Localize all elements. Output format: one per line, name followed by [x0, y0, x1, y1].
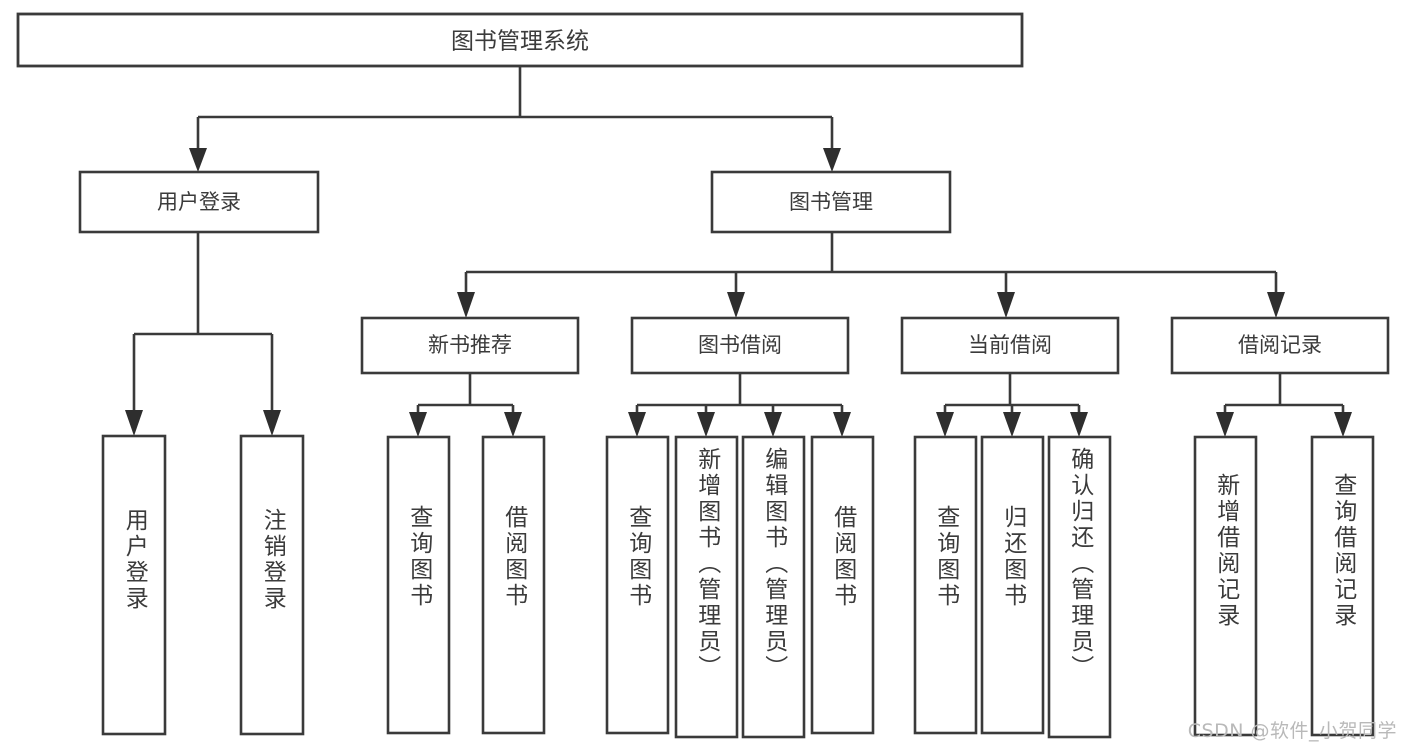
- node-book-manage[interactable]: 图书管理: [710, 170, 952, 234]
- node-current-borrow-box[interactable]: [900, 316, 1120, 375]
- node-book-manage-box[interactable]: [710, 170, 952, 234]
- arrow-head-icon: [727, 292, 745, 318]
- arrow-head-icon: [764, 412, 782, 437]
- leaf-box-current-borrow-2[interactable]: [980, 435, 1045, 735]
- arrow-head-icon: [1216, 412, 1234, 437]
- arrow-head-icon: [628, 412, 646, 437]
- node-book-borrow-box[interactable]: [630, 316, 850, 375]
- arrow-head-icon: [997, 292, 1015, 318]
- leaf-box-book-borrow-4[interactable]: [810, 435, 875, 735]
- leaf-box-new-book-1[interactable]: [386, 435, 451, 735]
- node-root-label: 图书管理系统: [451, 29, 589, 55]
- leaf-box-current-borrow-1[interactable]: [913, 435, 978, 735]
- arrow-head-icon: [1334, 412, 1352, 437]
- node-book-borrow[interactable]: 图书借阅: [630, 316, 850, 375]
- connector-group-new-book: [409, 373, 522, 437]
- leaf-box-borrow-record-1[interactable]: [1193, 435, 1258, 737]
- arrow-head-icon: [409, 412, 427, 437]
- arrow-head-icon: [697, 412, 715, 437]
- node-borrow-record-box[interactable]: [1170, 316, 1390, 375]
- arrow-head-icon: [263, 410, 281, 436]
- arrow-head-icon: [1003, 412, 1021, 437]
- node-user-login[interactable]: 用户登录: [78, 170, 320, 234]
- arrow-head-icon: [504, 412, 522, 437]
- node-new-book-recommend-box[interactable]: [360, 316, 580, 375]
- connector-group-book-manage: [457, 232, 1285, 318]
- connector-group-borrow-record: [1216, 373, 1352, 437]
- arrow-head-icon: [833, 412, 851, 437]
- node-current-borrow[interactable]: 当前借阅: [900, 316, 1120, 375]
- leaf-box-book-borrow-3[interactable]: [741, 435, 806, 739]
- node-user-login-box[interactable]: [78, 170, 320, 234]
- connector-group-user-login: [125, 232, 281, 436]
- leaf-box-new-book-2[interactable]: [481, 435, 546, 735]
- node-borrow-record-label: 借阅记录: [1238, 333, 1322, 357]
- node-user-login-label: 用户登录: [157, 190, 241, 214]
- node-book-borrow-label: 图书借阅: [698, 333, 782, 357]
- node-book-manage-label: 图书管理: [789, 190, 873, 214]
- leaf-box-book-borrow-1[interactable]: [605, 435, 670, 735]
- leaf-box-book-borrow-2[interactable]: [674, 435, 739, 739]
- node-current-borrow-label: 当前借阅: [968, 333, 1052, 357]
- connector-group-root: [189, 66, 841, 172]
- leaf-box-user-login-1[interactable]: [101, 434, 167, 736]
- arrow-head-icon: [936, 412, 954, 437]
- node-borrow-record[interactable]: 借阅记录: [1170, 316, 1390, 375]
- node-new-book-recommend[interactable]: 新书推荐: [360, 316, 580, 375]
- arrow-head-icon: [823, 148, 841, 172]
- arrow-head-icon: [457, 292, 475, 318]
- leaf-box-current-borrow-3[interactable]: [1047, 435, 1112, 739]
- arrow-head-icon: [125, 410, 143, 436]
- node-root-box[interactable]: [16, 12, 1024, 68]
- leaf-box-user-login-2[interactable]: [239, 434, 305, 736]
- leaf-box-borrow-record-2[interactable]: [1310, 435, 1375, 737]
- arrow-head-icon: [1070, 412, 1088, 437]
- connector-group-book-borrow: [628, 373, 851, 437]
- connector-group-current-borrow: [936, 373, 1088, 437]
- leaf-boxes-group: [101, 434, 1375, 739]
- arrow-head-icon: [1267, 292, 1285, 318]
- arrow-head-icon: [189, 148, 207, 172]
- node-root-system[interactable]: 图书管理系统: [16, 12, 1024, 68]
- node-new-book-recommend-label: 新书推荐: [428, 333, 512, 357]
